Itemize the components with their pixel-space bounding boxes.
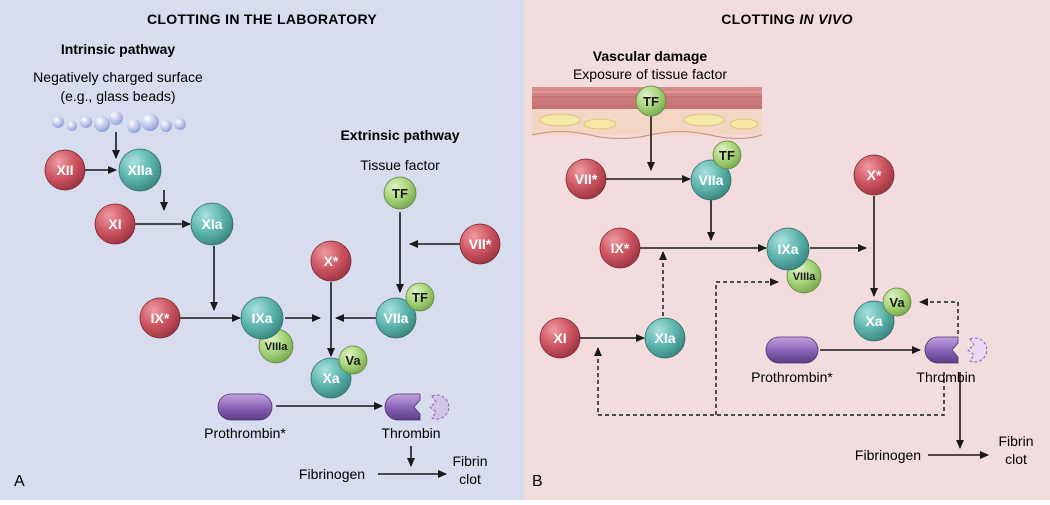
node-viia: VIIa <box>375 297 417 339</box>
panel-a-title: CLOTTING IN THE LABORATORY <box>147 11 377 27</box>
node-vii: VII* <box>459 223 501 265</box>
surface-label-line1: Negatively charged surface <box>33 69 203 85</box>
node-ixa: IXa <box>240 296 284 340</box>
thrombin-b-label: Thrombin <box>916 369 975 385</box>
vascular-damage-title: Vascular damage <box>593 48 708 64</box>
glass-beads-icon <box>52 111 186 133</box>
node-tf-bound: TF <box>405 282 435 312</box>
thrombin-icon <box>384 393 450 421</box>
fibrin-b-label-line2: clot <box>1005 451 1027 467</box>
node-x: X* <box>310 240 352 282</box>
svg-text:VIIa: VIIa <box>699 172 724 188</box>
svg-text:TF: TF <box>643 94 659 109</box>
vascular-damage-subtitle: Exposure of tissue factor <box>573 66 727 82</box>
svg-text:VIIIa: VIIIa <box>793 271 817 283</box>
node-b-vii: VII* <box>565 158 607 200</box>
fibrin-label-line2: clot <box>459 471 481 487</box>
svg-text:XIa: XIa <box>201 216 222 232</box>
surface-label-line2: (e.g., glass beads) <box>60 88 175 104</box>
svg-text:IX*: IX* <box>151 310 170 326</box>
svg-text:VIIa: VIIa <box>384 310 409 326</box>
node-b-tf-bound: TF <box>712 140 742 170</box>
node-xi: XI <box>94 203 136 245</box>
svg-text:XIa: XIa <box>654 330 675 346</box>
node-b-xi: XI <box>539 317 581 359</box>
panel-a-arrows <box>84 132 460 478</box>
thrombin-b-icon <box>924 336 988 364</box>
node-xii: XII <box>44 149 86 191</box>
prothrombin-b-label: Prothrombin* <box>751 369 833 385</box>
panel-b-arrows <box>580 116 989 459</box>
node-b-viia: VIIa <box>690 159 732 201</box>
node-b-tf-exposed: TF <box>635 85 667 117</box>
node-b-ix: IX* <box>599 227 641 269</box>
svg-text:Xa: Xa <box>322 370 339 386</box>
svg-text:X*: X* <box>867 167 882 183</box>
svg-text:VII*: VII* <box>469 236 492 252</box>
svg-text:Xa: Xa <box>865 313 882 329</box>
svg-text:VII*: VII* <box>575 171 598 187</box>
node-ix: IX* <box>139 297 181 339</box>
tissue-factor-label: Tissue factor <box>360 157 440 173</box>
extrinsic-pathway-title: Extrinsic pathway <box>340 127 459 143</box>
prothrombin-b-icon <box>765 336 819 364</box>
node-b-va: Va <box>882 287 912 317</box>
panel-a-letter: A <box>14 473 25 490</box>
panel-b-feedback-arrows <box>594 251 959 416</box>
svg-text:XI: XI <box>553 330 566 346</box>
svg-text:XI: XI <box>108 216 121 232</box>
prothrombin-icon <box>217 393 273 421</box>
svg-text:Va: Va <box>345 353 361 368</box>
node-xiia: XIIa <box>118 148 162 192</box>
node-b-xia: XIa <box>644 317 686 359</box>
svg-text:IXa: IXa <box>777 241 798 257</box>
intrinsic-pathway-title: Intrinsic pathway <box>61 41 176 57</box>
svg-text:X*: X* <box>324 253 339 269</box>
fibrinogen-b-label: Fibrinogen <box>855 447 921 463</box>
panel-b-title: CLOTTING IN VIVO <box>721 11 853 27</box>
node-b-ixa: IXa <box>766 227 810 271</box>
prothrombin-label: Prothrombin* <box>204 425 286 441</box>
fibrin-label-line1: Fibrin <box>452 453 487 469</box>
svg-text:XIIa: XIIa <box>128 162 153 178</box>
svg-text:IXa: IXa <box>251 310 272 326</box>
panel-b-letter: B <box>532 473 543 490</box>
svg-text:VIIIa: VIIIa <box>265 341 289 353</box>
node-b-x: X* <box>853 154 895 196</box>
fibrin-b-label-line1: Fibrin <box>998 433 1033 449</box>
fibrinogen-label: Fibrinogen <box>299 466 365 482</box>
node-tf-extrinsic: TF <box>383 176 417 210</box>
svg-text:Va: Va <box>889 295 905 310</box>
svg-text:TF: TF <box>412 290 428 305</box>
svg-text:TF: TF <box>719 148 735 163</box>
thrombin-label: Thrombin <box>381 425 440 441</box>
node-va: Va <box>338 345 368 375</box>
node-xa: Xa <box>310 357 352 399</box>
svg-text:XII: XII <box>56 162 73 178</box>
svg-text:TF: TF <box>392 186 408 201</box>
node-xia: XIa <box>190 202 234 246</box>
svg-text:IX*: IX* <box>611 240 630 256</box>
node-b-xa: Xa <box>853 300 895 342</box>
